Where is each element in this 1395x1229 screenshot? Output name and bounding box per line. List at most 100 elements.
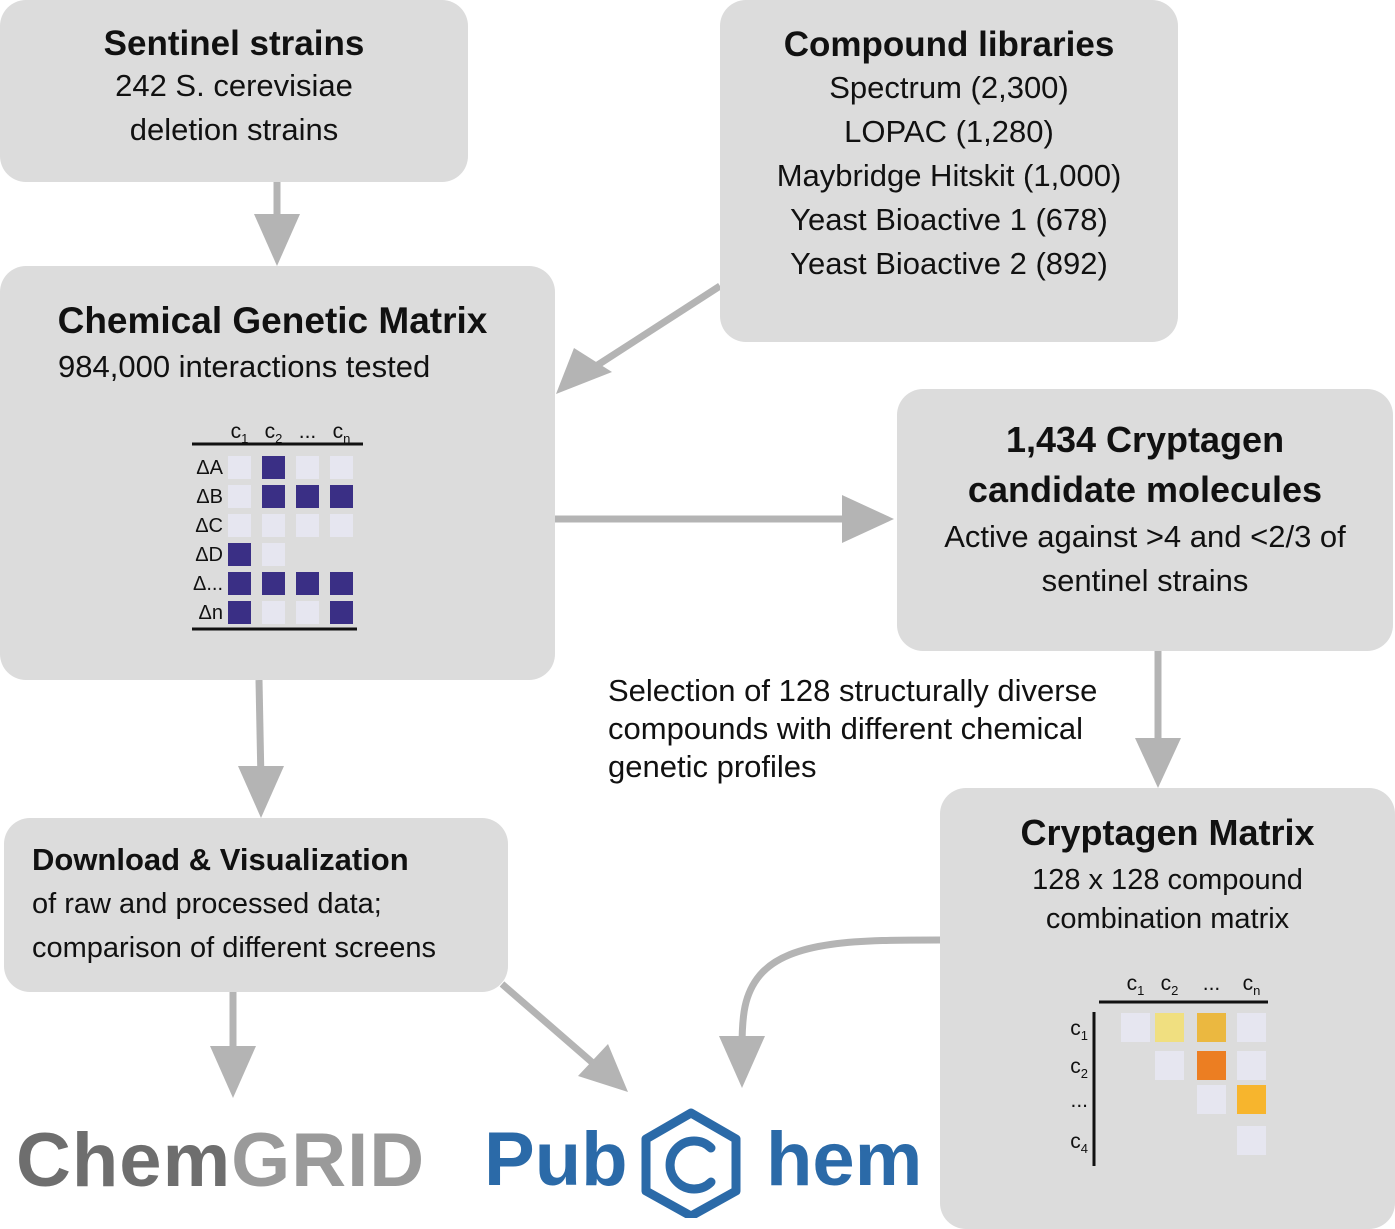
- matrix-column-label: c1: [231, 420, 249, 446]
- download-line-1: of raw and processed data;: [32, 888, 382, 920]
- cryptagen-matrix-line-1: 128 x 128 compound: [1032, 864, 1303, 896]
- chemical-genetic-matrix-title: Chemical Genetic Matrix: [57, 300, 488, 341]
- matrix-cell: [296, 485, 319, 508]
- download-visualization-box: Download & Visualization of raw and proc…: [4, 818, 508, 992]
- matrix-column-label: ...: [1203, 972, 1221, 995]
- compound-libraries-title: Compound libraries: [783, 25, 1115, 64]
- matrix-cell: [262, 485, 285, 508]
- selection-note: Selection of 128 structurally diverse co…: [608, 672, 1097, 786]
- matrix-cell: [330, 456, 353, 479]
- matrix-cell: [330, 572, 353, 595]
- matrix-cell: [228, 543, 251, 566]
- arrowhead: [578, 1044, 628, 1092]
- arrowhead: [842, 495, 894, 543]
- matrix-cell: [228, 514, 251, 537]
- pubchem-logo-part-1: Pub: [484, 1117, 628, 1202]
- matrix-cell: [228, 485, 251, 508]
- matrix-row-label: c4: [1070, 1130, 1088, 1156]
- matrix-cell: [1155, 1013, 1184, 1042]
- matrix-cell: [228, 456, 251, 479]
- matrix-column-label: ...: [299, 420, 317, 443]
- library-item: Spectrum (2,300): [829, 70, 1069, 105]
- matrix-cell: [1197, 1013, 1226, 1042]
- cryptagen-matrix-title: Cryptagen Matrix: [1020, 812, 1315, 853]
- matrix-column-label: cn: [333, 420, 351, 446]
- matrix-cell: [262, 601, 285, 624]
- matrix-cell: [330, 514, 353, 537]
- matrix-cell: [1237, 1126, 1266, 1155]
- matrix-cell: [1237, 1013, 1266, 1042]
- cryptagen-candidates-box: 1,434 Cryptagen candidate molecules Acti…: [897, 389, 1393, 651]
- arrowhead: [556, 348, 612, 394]
- matrix-cell: [1237, 1051, 1266, 1080]
- matrix-cell: [296, 601, 319, 624]
- cryptagen-matrix-box: Cryptagen Matrix 128 x 128 compound comb…: [940, 788, 1395, 1229]
- library-item: Yeast Bioactive 2 (892): [790, 246, 1108, 281]
- arrowhead: [238, 766, 284, 818]
- matrix-column-label: c2: [1161, 972, 1179, 998]
- matrix-cell: [296, 572, 319, 595]
- chemgrid-logo-part-1: Chem: [16, 1118, 232, 1203]
- matrix-cell: [296, 456, 319, 479]
- download-line-2: comparison of different screens: [32, 932, 437, 964]
- matrix-row-label: ΔD: [195, 544, 223, 566]
- matrix-row-label: ΔB: [196, 486, 223, 508]
- matrix-cell: [330, 485, 353, 508]
- matrix-row-label: Δn: [199, 602, 223, 624]
- chemgrid-logo: ChemGRID: [16, 1116, 425, 1206]
- matrix-cell: [1237, 1085, 1266, 1114]
- library-item: Yeast Bioactive 1 (678): [790, 202, 1108, 237]
- library-item: Maybridge Hitskit (1,000): [776, 158, 1122, 193]
- matrix-row-label: c1: [1070, 1017, 1088, 1043]
- matrix-row-label: ...: [1070, 1089, 1088, 1112]
- matrix-row-label: ΔC: [195, 515, 223, 537]
- pubchem-logo-part-2: hem: [766, 1117, 923, 1202]
- compound-libraries-box: Compound libraries Spectrum (2,300) LOPA…: [720, 0, 1178, 342]
- cryptagen-candidates-title-2: candidate molecules: [967, 469, 1323, 510]
- matrix-cell: [228, 601, 251, 624]
- matrix-row-label: c2: [1070, 1055, 1088, 1081]
- pubchem-hexagon-icon: [641, 1108, 741, 1218]
- cryptagen-candidates-line-2: sentinel strains: [1041, 563, 1249, 598]
- arrowhead: [719, 1036, 765, 1088]
- cryptagen-matrix-grid: c1 c2... cn c1 c2... c4: [1070, 972, 1268, 1166]
- matrix-row-label: ΔA: [196, 457, 223, 479]
- matrix-cell: [1121, 1013, 1150, 1042]
- matrix-column-label: c2: [265, 420, 283, 446]
- matrix-cell: [1197, 1051, 1226, 1080]
- arrow-matrix-to-download: [255, 679, 265, 783]
- selection-note-line: compounds with different chemical: [608, 711, 1084, 746]
- download-title: Download & Visualization: [32, 842, 409, 877]
- cryptagen-matrix-line-2: combination matrix: [1045, 903, 1290, 935]
- selection-note-line: Selection of 128 structurally diverse: [608, 673, 1098, 708]
- matrix-column-label: c1: [1127, 972, 1145, 998]
- matrix-cell: [330, 601, 353, 624]
- sentinel-line-2: deletion strains: [129, 112, 339, 147]
- chemgrid-logo-part-2: GRID: [231, 1118, 426, 1203]
- cryptagen-candidates-title-1: 1,434 Cryptagen: [1005, 419, 1285, 460]
- sentinel-title: Sentinel strains: [103, 24, 365, 63]
- arrow-libraries-to-matrix: [591, 283, 722, 371]
- matrix-cell: [1197, 1085, 1226, 1114]
- arrow-cryptmatrix-to-pubchem: [738, 936, 941, 1049]
- arrowhead: [1135, 738, 1181, 788]
- arrowhead: [254, 214, 300, 266]
- matrix-cell: [262, 572, 285, 595]
- matrix-cell: [1155, 1051, 1184, 1080]
- matrix-cell: [262, 543, 285, 566]
- matrix-column-label: cn: [1243, 972, 1261, 998]
- matrix-row-label: Δ...: [193, 573, 223, 595]
- matrix-cell: [228, 572, 251, 595]
- matrix-cell: [296, 514, 319, 537]
- cryptagen-candidates-line-1: Active against >4 and <2/3 of: [944, 519, 1346, 554]
- chemical-genetic-matrix-subtitle: 984,000 interactions tested: [58, 349, 431, 384]
- arrow-download-to-pubchem: [499, 981, 597, 1067]
- matrix-cell: [262, 456, 285, 479]
- matrix-cell: [262, 514, 285, 537]
- selection-note-line: genetic profiles: [608, 749, 817, 784]
- sentinel-line-1: 242 S. cerevisiae: [115, 68, 353, 103]
- library-item: LOPAC (1,280): [844, 114, 1054, 149]
- chemical-genetic-matrix-box: Chemical Genetic Matrix 984,000 interact…: [0, 266, 555, 680]
